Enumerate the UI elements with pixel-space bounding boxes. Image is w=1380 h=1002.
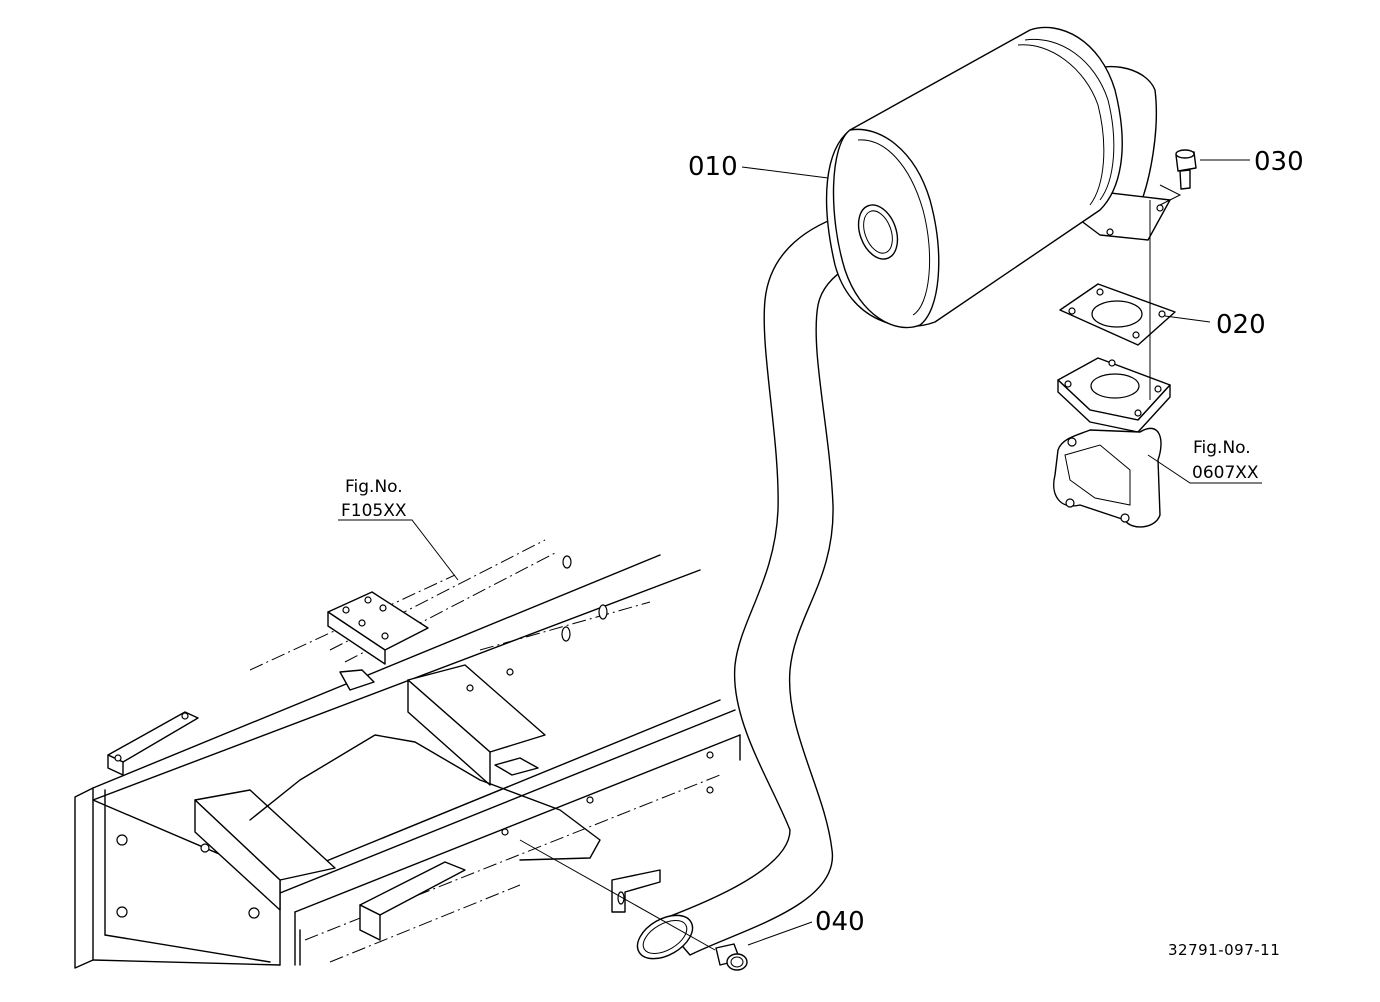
drawing-code: 32791-097-11	[1168, 941, 1280, 959]
exhaust-manifold	[1053, 200, 1171, 528]
part-number-040: 040	[815, 907, 865, 937]
part-number-010: 010	[688, 152, 738, 182]
gasket	[1059, 283, 1176, 346]
bolt-040	[519, 839, 748, 971]
part-number-020: 020	[1216, 310, 1266, 340]
figure-reference-label: Fig.No.	[1193, 438, 1251, 458]
bolt-030	[1159, 149, 1197, 206]
part-number-030: 030	[1254, 147, 1304, 177]
exhaust-pipe	[636, 212, 891, 960]
muffler	[825, 26, 1171, 329]
figure-reference-number: 0607XX	[1192, 463, 1259, 483]
tractor-frame	[74, 539, 779, 969]
figure-reference-label: Fig.No.	[345, 477, 403, 497]
figure-reference-number: F105XX	[341, 501, 407, 521]
leader-lines	[338, 159, 1262, 946]
